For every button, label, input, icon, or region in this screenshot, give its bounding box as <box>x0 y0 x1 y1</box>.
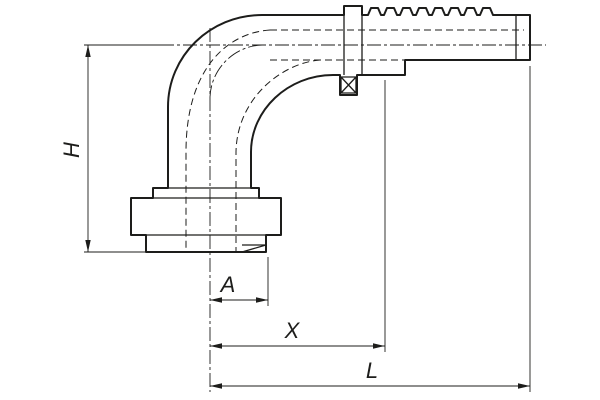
dim-l-arrow-right <box>518 383 530 389</box>
o-ring-section <box>340 76 357 94</box>
dim-x-arrow-right <box>373 343 385 349</box>
centerlines <box>160 28 546 392</box>
fitting-outline <box>130 5 531 253</box>
dimension-H: H <box>59 44 160 253</box>
o-ring <box>340 76 357 94</box>
dim-l-arrow-left <box>210 383 222 389</box>
bore-outer-elbow-hidden-line <box>185 29 271 251</box>
stop-collar <box>343 15 363 75</box>
dimension-A: A <box>210 257 269 306</box>
flange-groove-chamfer <box>241 244 267 253</box>
dimension-X: X <box>210 80 386 352</box>
dimension-H-label: H <box>59 142 84 158</box>
hidden-bore-lines <box>185 29 524 251</box>
flange <box>146 187 267 253</box>
dim-x-arrow-left <box>210 343 222 349</box>
fitting-body <box>130 5 531 253</box>
dim-a-arrow-left <box>210 297 222 303</box>
dimension-L: L <box>210 66 531 392</box>
bore-inner-elbow-hidden-line <box>235 59 321 251</box>
elbow-centerline-arc <box>209 44 263 98</box>
dimension-L-label: L <box>366 358 378 383</box>
dimension-X-label: X <box>284 318 301 343</box>
dim-h-arrow-top <box>85 45 91 57</box>
dimension-A-label: A <box>219 272 236 297</box>
dim-a-arrow-right <box>256 297 268 303</box>
dim-h-arrow-bottom <box>85 240 91 252</box>
